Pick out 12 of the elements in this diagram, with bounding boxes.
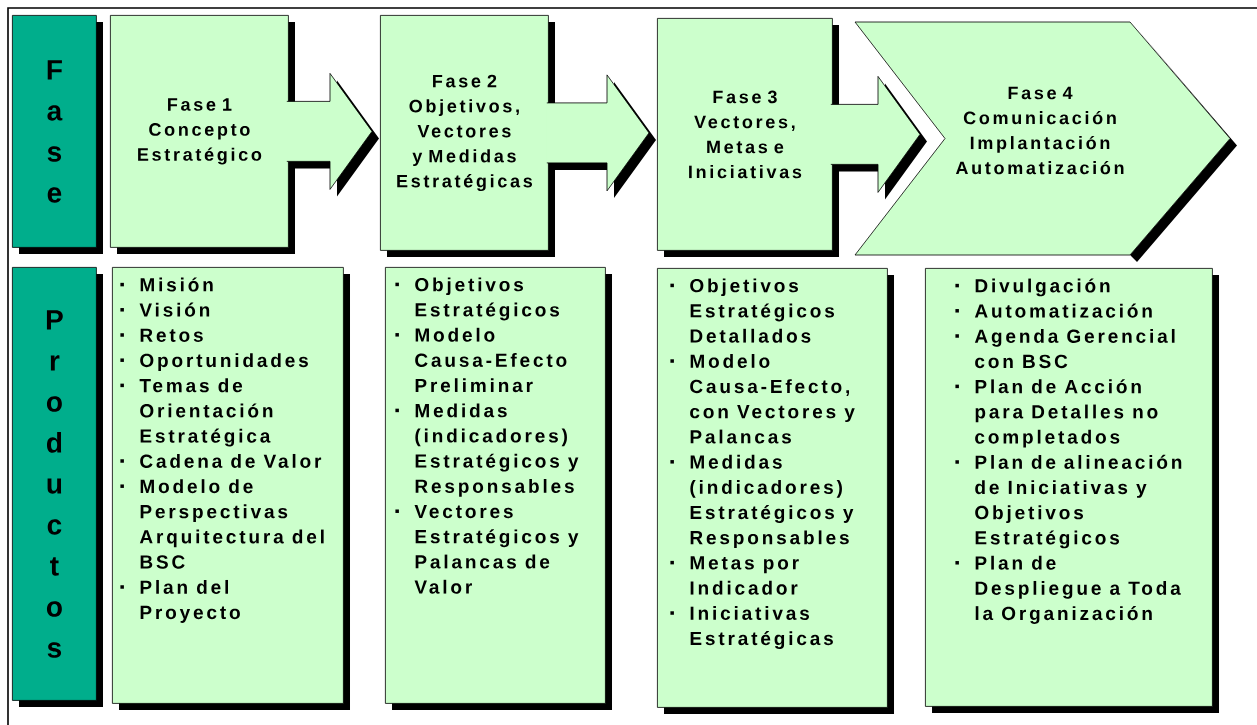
block-arrow	[546, 74, 656, 198]
list-box: Objetivos Estratégicos Modelo Causa-Efecto Preliminar Medidas (indicadores) Estratégicos y Responsables Vectores Estratégicos y Palancas de Valor	[385, 267, 612, 710]
list-box: Objetivos Estratégicos Detallados Modelo Causa-Efecto, con Vectores y Palancas Medidas (indicadores) Estratégicos y Responsables Metas por Indicador Iniciativas Estratégicas	[657, 268, 894, 714]
phase-box: Fase 2 Objetivos, Vectores y Medidas Estratégicas	[380, 15, 555, 257]
list-box: Divulgación Automatización Agenda Gerencial con BSC Plan de Acción para Detalles no completados Plan de alineación de Iniciativas y Objetivos Estratégicos Plan de Despliegue a Toda la Organización	[925, 268, 1219, 713]
phase-box: Fase 3 Vectores, Metas e Iniciativas	[657, 18, 839, 257]
row-header: Fase	[12, 15, 103, 254]
row-header: Productos	[12, 267, 103, 707]
phase-box: Fase 1 Concepto Estratégico	[110, 15, 295, 254]
list-box: Misión Visión Retos Oportunidades Temas de Orientación Estratégica Cadena de Valor Modelo de Perspectivas Arquitectura del BSC Plan del Proyecto	[112, 267, 350, 710]
block-arrow	[830, 76, 927, 200]
block-arrow	[286, 73, 379, 197]
